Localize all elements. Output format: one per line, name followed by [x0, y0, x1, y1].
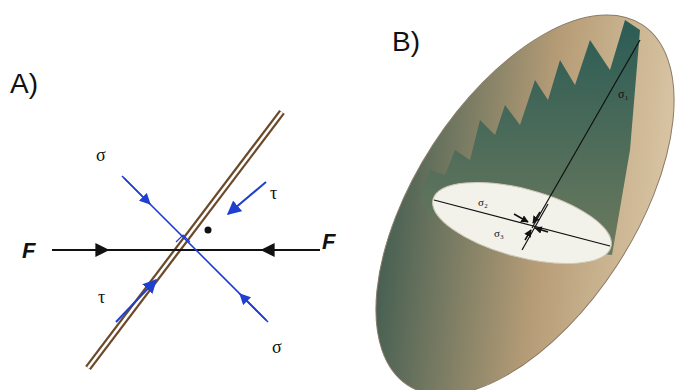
force-diagram [52, 112, 320, 368]
ellipsoid-body [316, 0, 677, 390]
right-angle-mark [176, 235, 190, 242]
fault-plane [88, 112, 282, 368]
axis-sigma3 [522, 204, 548, 250]
stress-arrow [514, 214, 528, 222]
force-arrow [262, 249, 310, 251]
axis-label: σ₃ [494, 228, 504, 239]
shear-arrow [116, 280, 156, 322]
stress-arrow [535, 228, 548, 232]
stress-arrow [525, 230, 531, 240]
panel-label: B) [392, 28, 420, 56]
fault-plane [88, 112, 282, 368]
force-arrow [60, 249, 108, 251]
stress-symbol: τ [270, 184, 277, 202]
stress-symbol: τ [98, 288, 105, 306]
axis-label: σ₂ [478, 197, 488, 208]
normal-stress-line [122, 176, 268, 322]
normal-stress-arrow [240, 294, 266, 320]
force-line [52, 249, 320, 251]
section-plane [424, 166, 619, 279]
normal-stress-arrow [124, 178, 150, 204]
stress-arrow [533, 212, 540, 223]
stress-symbol: σ [96, 146, 106, 164]
axis-sigma1 [532, 40, 640, 228]
stress-ellipsoid [316, 0, 677, 390]
shear-arrow [228, 182, 266, 214]
stress-symbol: σ [272, 338, 282, 356]
point-marker [205, 227, 212, 234]
axis-sigma2 [434, 200, 610, 246]
force-label: F [322, 231, 335, 253]
axis-label: σ₁ [618, 88, 629, 100]
force-label: F [22, 240, 35, 262]
panel-label: A) [10, 70, 38, 98]
